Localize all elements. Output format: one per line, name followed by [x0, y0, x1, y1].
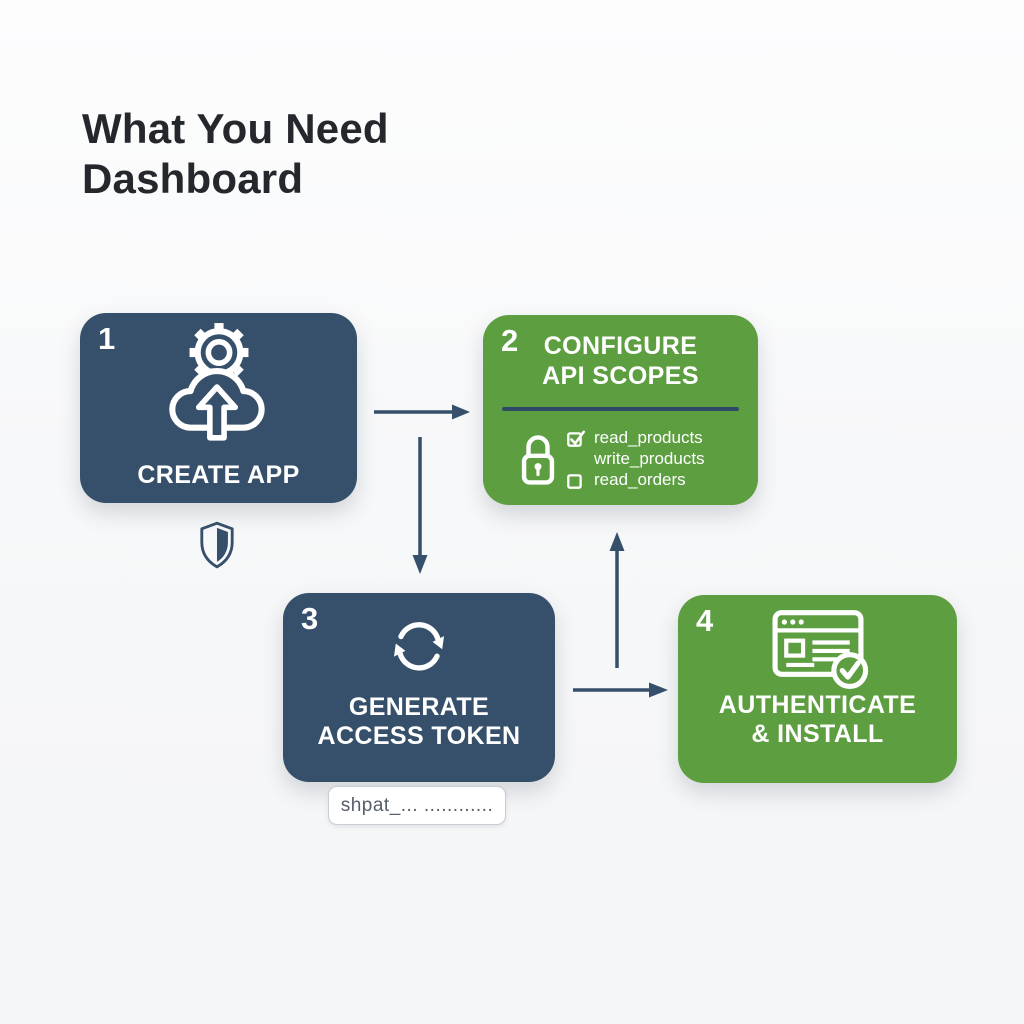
arrow-step3-to-step2: [609, 532, 625, 668]
api-scopes-area: read_products write_products read_orders: [519, 427, 705, 490]
step-authenticate-install-label: AUTHENTICATE & INSTALL: [678, 691, 957, 749]
divider: [502, 407, 739, 411]
padlock-icon: [521, 434, 555, 485]
step-configure-title-line2: API SCOPES: [542, 362, 699, 390]
arrow-down-to-step3: [412, 437, 428, 574]
shield-icon: [200, 521, 234, 569]
arrow-step3-to-step4: [573, 682, 668, 698]
page-title: What You Need Dashboard: [82, 104, 389, 204]
step-configure-api-scopes: 2 CONFIGURE API SCOPES: [483, 315, 758, 505]
scope-list: read_products write_products read_orders: [566, 427, 705, 490]
step-create-app-label: CREATE APP: [137, 461, 300, 489]
step-number-2: 2: [501, 323, 519, 358]
access-token-preview: shpat_... ............: [328, 786, 506, 825]
step-generate-token-label-line2: ACCESS TOKEN: [317, 722, 521, 750]
checkbox-spacer: [566, 449, 586, 469]
sync-refresh-icon: [393, 622, 445, 671]
step-number-4: 4: [696, 603, 714, 638]
step-number-1: 1: [98, 321, 116, 356]
cloud-upload-gear-icon: [168, 323, 265, 441]
step-configure-title: CONFIGURE API SCOPES: [483, 331, 758, 391]
scope-label-read-orders: read_orders: [594, 469, 686, 489]
checkbox-unchecked-icon: [567, 473, 582, 489]
step-number-3: 3: [301, 601, 319, 636]
step-authenticate-install: 4 AUTHENTICATE & INSTALL: [678, 595, 957, 783]
page-title-line2: Dashboard: [82, 155, 304, 202]
checkbox-checked-icon: [567, 430, 585, 447]
scope-row-read-products: read_products: [566, 427, 705, 448]
scope-label-read-products: read_products: [594, 427, 703, 447]
step-configure-title-line1: CONFIGURE: [543, 332, 698, 360]
browser-verified-icon: [772, 610, 868, 689]
page-title-line1: What You Need: [82, 105, 389, 152]
scope-row-write-products: write_products: [566, 448, 705, 469]
step-create-app: 1 CREATE APP: [80, 313, 357, 503]
access-token-preview-text: shpat_... ............: [340, 794, 494, 816]
step-authenticate-install-label-line2: & INSTALL: [751, 720, 884, 748]
step-generate-token-label-line1: GENERATE: [348, 693, 490, 721]
scope-row-read-orders: read_orders: [566, 469, 705, 490]
step-generate-token-label: GENERATE ACCESS TOKEN: [283, 693, 555, 751]
scope-label-write-products: write_products: [594, 448, 705, 468]
arrow-step1-to-step2: [374, 404, 470, 420]
step-generate-access-token: 3 GENERATE ACCESS TOKEN: [283, 593, 555, 782]
step-authenticate-install-label-line1: AUTHENTICATE: [718, 691, 917, 719]
